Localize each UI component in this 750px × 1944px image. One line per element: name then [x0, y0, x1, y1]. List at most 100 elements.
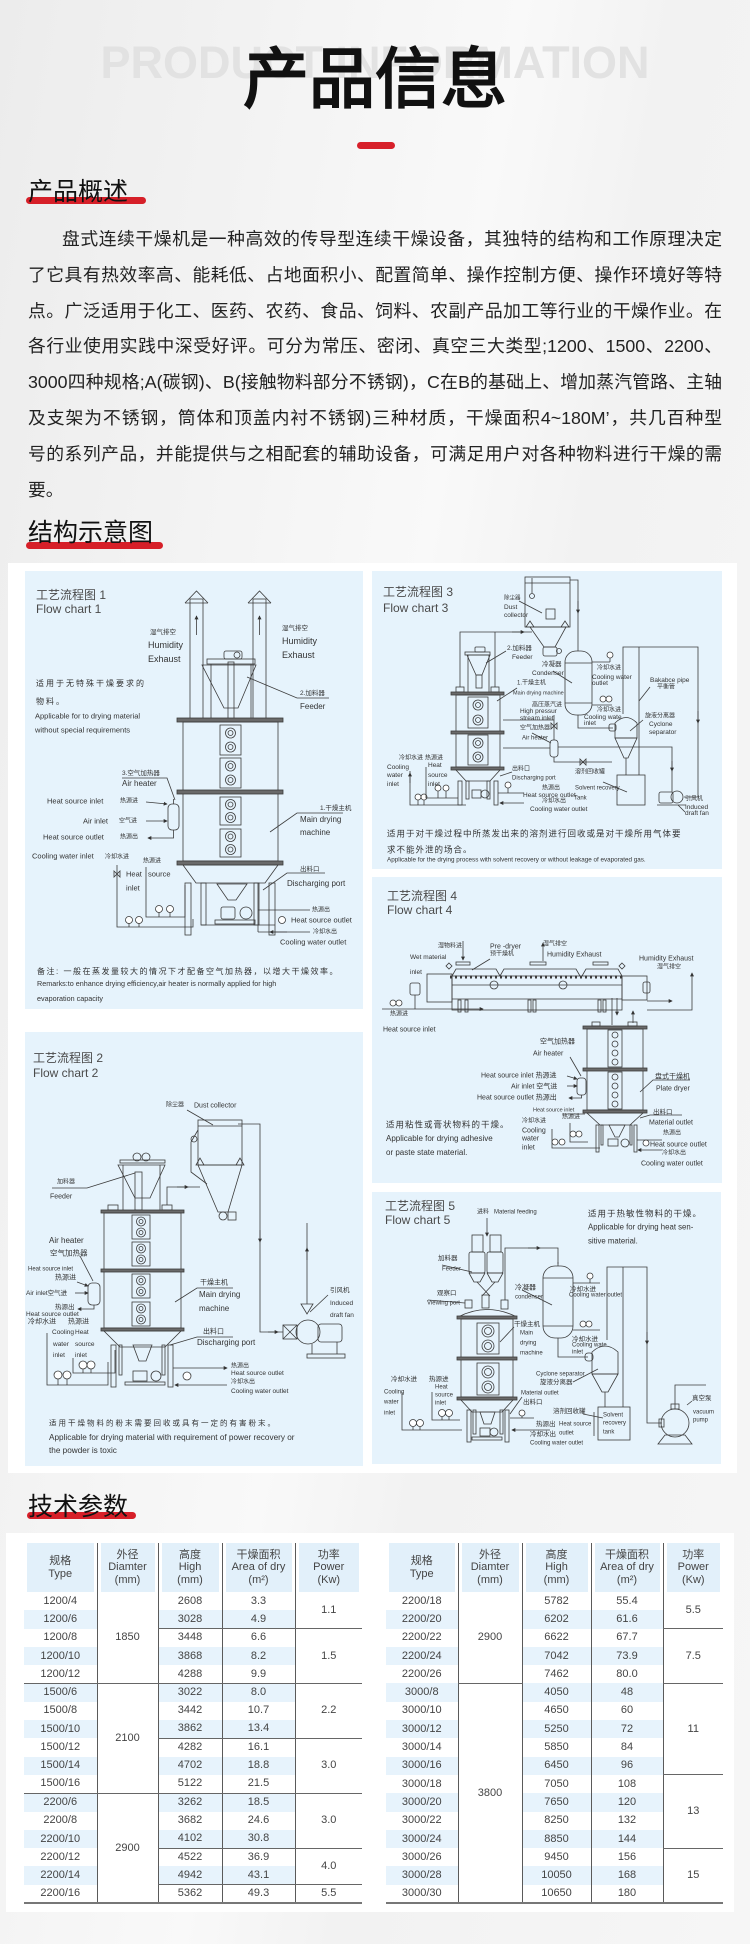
diagram-label: 热源出 — [536, 1420, 556, 1428]
cell-type: 3000/22 — [386, 1811, 458, 1830]
main-drying-machine-part — [138, 1306, 144, 1311]
condenser-part — [585, 1320, 593, 1328]
column-header-text: 规格 — [49, 1555, 72, 1568]
diagram-label: without special requirements — [35, 725, 131, 735]
viewing-windows-part — [227, 777, 234, 783]
cell-power: 4.0 — [294, 1848, 362, 1886]
cell-area: 144 — [590, 1829, 663, 1849]
viewing-windows-part — [227, 833, 234, 840]
column-header-text: Power — [313, 1561, 345, 1574]
cell-type: 2200/10 — [24, 1829, 97, 1849]
diagram-label: 1.干燥主机 — [320, 804, 352, 812]
dust-collector-part — [235, 1157, 245, 1166]
plate-dryer-part — [611, 1031, 619, 1039]
cell-type: 1500/8 — [24, 1701, 97, 1721]
diagram-label: separator — [649, 728, 677, 736]
main-drying-machine-part — [136, 1314, 146, 1325]
paragraph-line: 要。 — [28, 479, 64, 500]
diagram-label: Air inlet 空气进 — [511, 1081, 558, 1090]
column-header-text: 高度 — [545, 1549, 568, 1562]
diagram-label: Pre -dryer — [490, 941, 522, 950]
diagram-label: 热源出 — [312, 906, 331, 914]
main-drying-machine-part — [138, 1219, 144, 1224]
diagram-label: Heat source inlet 热源进 — [481, 1070, 557, 1079]
cell-area: 8.2 — [221, 1646, 295, 1666]
main-drying-machine-part — [269, 812, 343, 833]
cell-high: 10050 — [521, 1866, 591, 1885]
outlet-pipes-part — [278, 916, 286, 924]
diagram-label: 干燥主机 — [200, 1277, 228, 1286]
cell-high: 3868 — [157, 1646, 222, 1666]
plate-dryer-part — [611, 1091, 619, 1099]
cyclone-separator-part — [584, 1352, 594, 1362]
cell-high: 2608 — [157, 1592, 222, 1611]
diagram-label: Cooling water outlet — [280, 937, 347, 947]
viewing-windows-part — [225, 812, 236, 823]
bottom-pipes-part — [642, 1139, 650, 1147]
cell-area: 61.6 — [590, 1610, 663, 1629]
cell-type: 3000/20 — [386, 1793, 458, 1812]
diagram-label: inlet — [53, 1351, 65, 1359]
overview-heading-underline — [26, 197, 146, 204]
cell-type: 3000/28 — [386, 1866, 458, 1885]
viewing-windows — [219, 724, 242, 858]
diagram-label: 热源进 — [562, 1113, 581, 1121]
diagram-label: 空气加热器 — [50, 1248, 88, 1258]
diagram-label: 冷凝器 — [515, 1282, 536, 1291]
cell-power: 1.1 — [294, 1592, 362, 1630]
diagram-label: Cooling water inlet — [32, 851, 94, 861]
column-header-text: Type — [48, 1567, 73, 1580]
main-drying-machine-part — [504, 1409, 510, 1443]
cell-high: 5850 — [521, 1738, 591, 1757]
cyclone-separator-part — [629, 719, 644, 732]
balance-pipe-part — [638, 686, 651, 702]
flow-chart-3-title-cn: 工艺流程图 3 — [383, 585, 454, 599]
diagram-label: 冷却水进 — [597, 706, 622, 714]
cell-power: 7.5 — [662, 1628, 723, 1684]
diagram-label: Applicable for drying material with requ… — [49, 1433, 295, 1443]
cell-high: 3448 — [157, 1628, 222, 1647]
main-drying-machine-part — [136, 1275, 146, 1286]
inlet-pipes-part — [434, 784, 442, 792]
cell-type: 1500/10 — [24, 1720, 97, 1739]
plate-dryer-part — [611, 1040, 619, 1048]
diagram-label: Feeder — [50, 1191, 73, 1200]
inlet-pipes-part — [155, 905, 163, 913]
discharge-and-drive-part — [239, 906, 253, 920]
diagram-label: Induced — [685, 803, 709, 811]
diagram-label: 热源出 — [663, 1129, 682, 1137]
cell-type: 2200/22 — [386, 1628, 458, 1647]
cell-high: 4050 — [521, 1683, 591, 1702]
diagram-label: 旋液分离器 — [645, 712, 676, 720]
air-heater — [503, 715, 674, 792]
diagram-label: tank — [603, 1428, 615, 1436]
diagram-label: Air heater — [522, 734, 549, 742]
diagram-label: Cooling water outlet — [569, 1291, 623, 1299]
cell-area: 6.6 — [221, 1628, 295, 1647]
plate-dryer-part — [607, 1071, 623, 1110]
main-drying-machine-part — [476, 1362, 500, 1396]
main-drying-machine-part — [450, 730, 505, 735]
air-heater-part — [558, 746, 673, 792]
viewing-windows-part — [225, 799, 236, 810]
cell-area: 120 — [590, 1793, 663, 1812]
cell-area: 43.1 — [221, 1866, 295, 1886]
inlet-pipes-part — [445, 1409, 453, 1417]
diagram-label: Cooling — [522, 1125, 546, 1134]
cell-diameter: 2100 — [96, 1683, 158, 1794]
cell-type: 2200/8 — [24, 1811, 97, 1830]
column-header-text: (Kw) — [681, 1573, 705, 1586]
vacuum-pump-part — [657, 1434, 693, 1445]
bottom-pipes-part — [569, 1123, 588, 1143]
diagram-label: 3.空气加热器 — [122, 769, 160, 777]
air-heater-part — [566, 1075, 578, 1080]
dust-collector-part — [556, 648, 562, 654]
cell-type: 1200/4 — [24, 1592, 97, 1611]
main-drying-machine-part — [484, 1368, 492, 1376]
